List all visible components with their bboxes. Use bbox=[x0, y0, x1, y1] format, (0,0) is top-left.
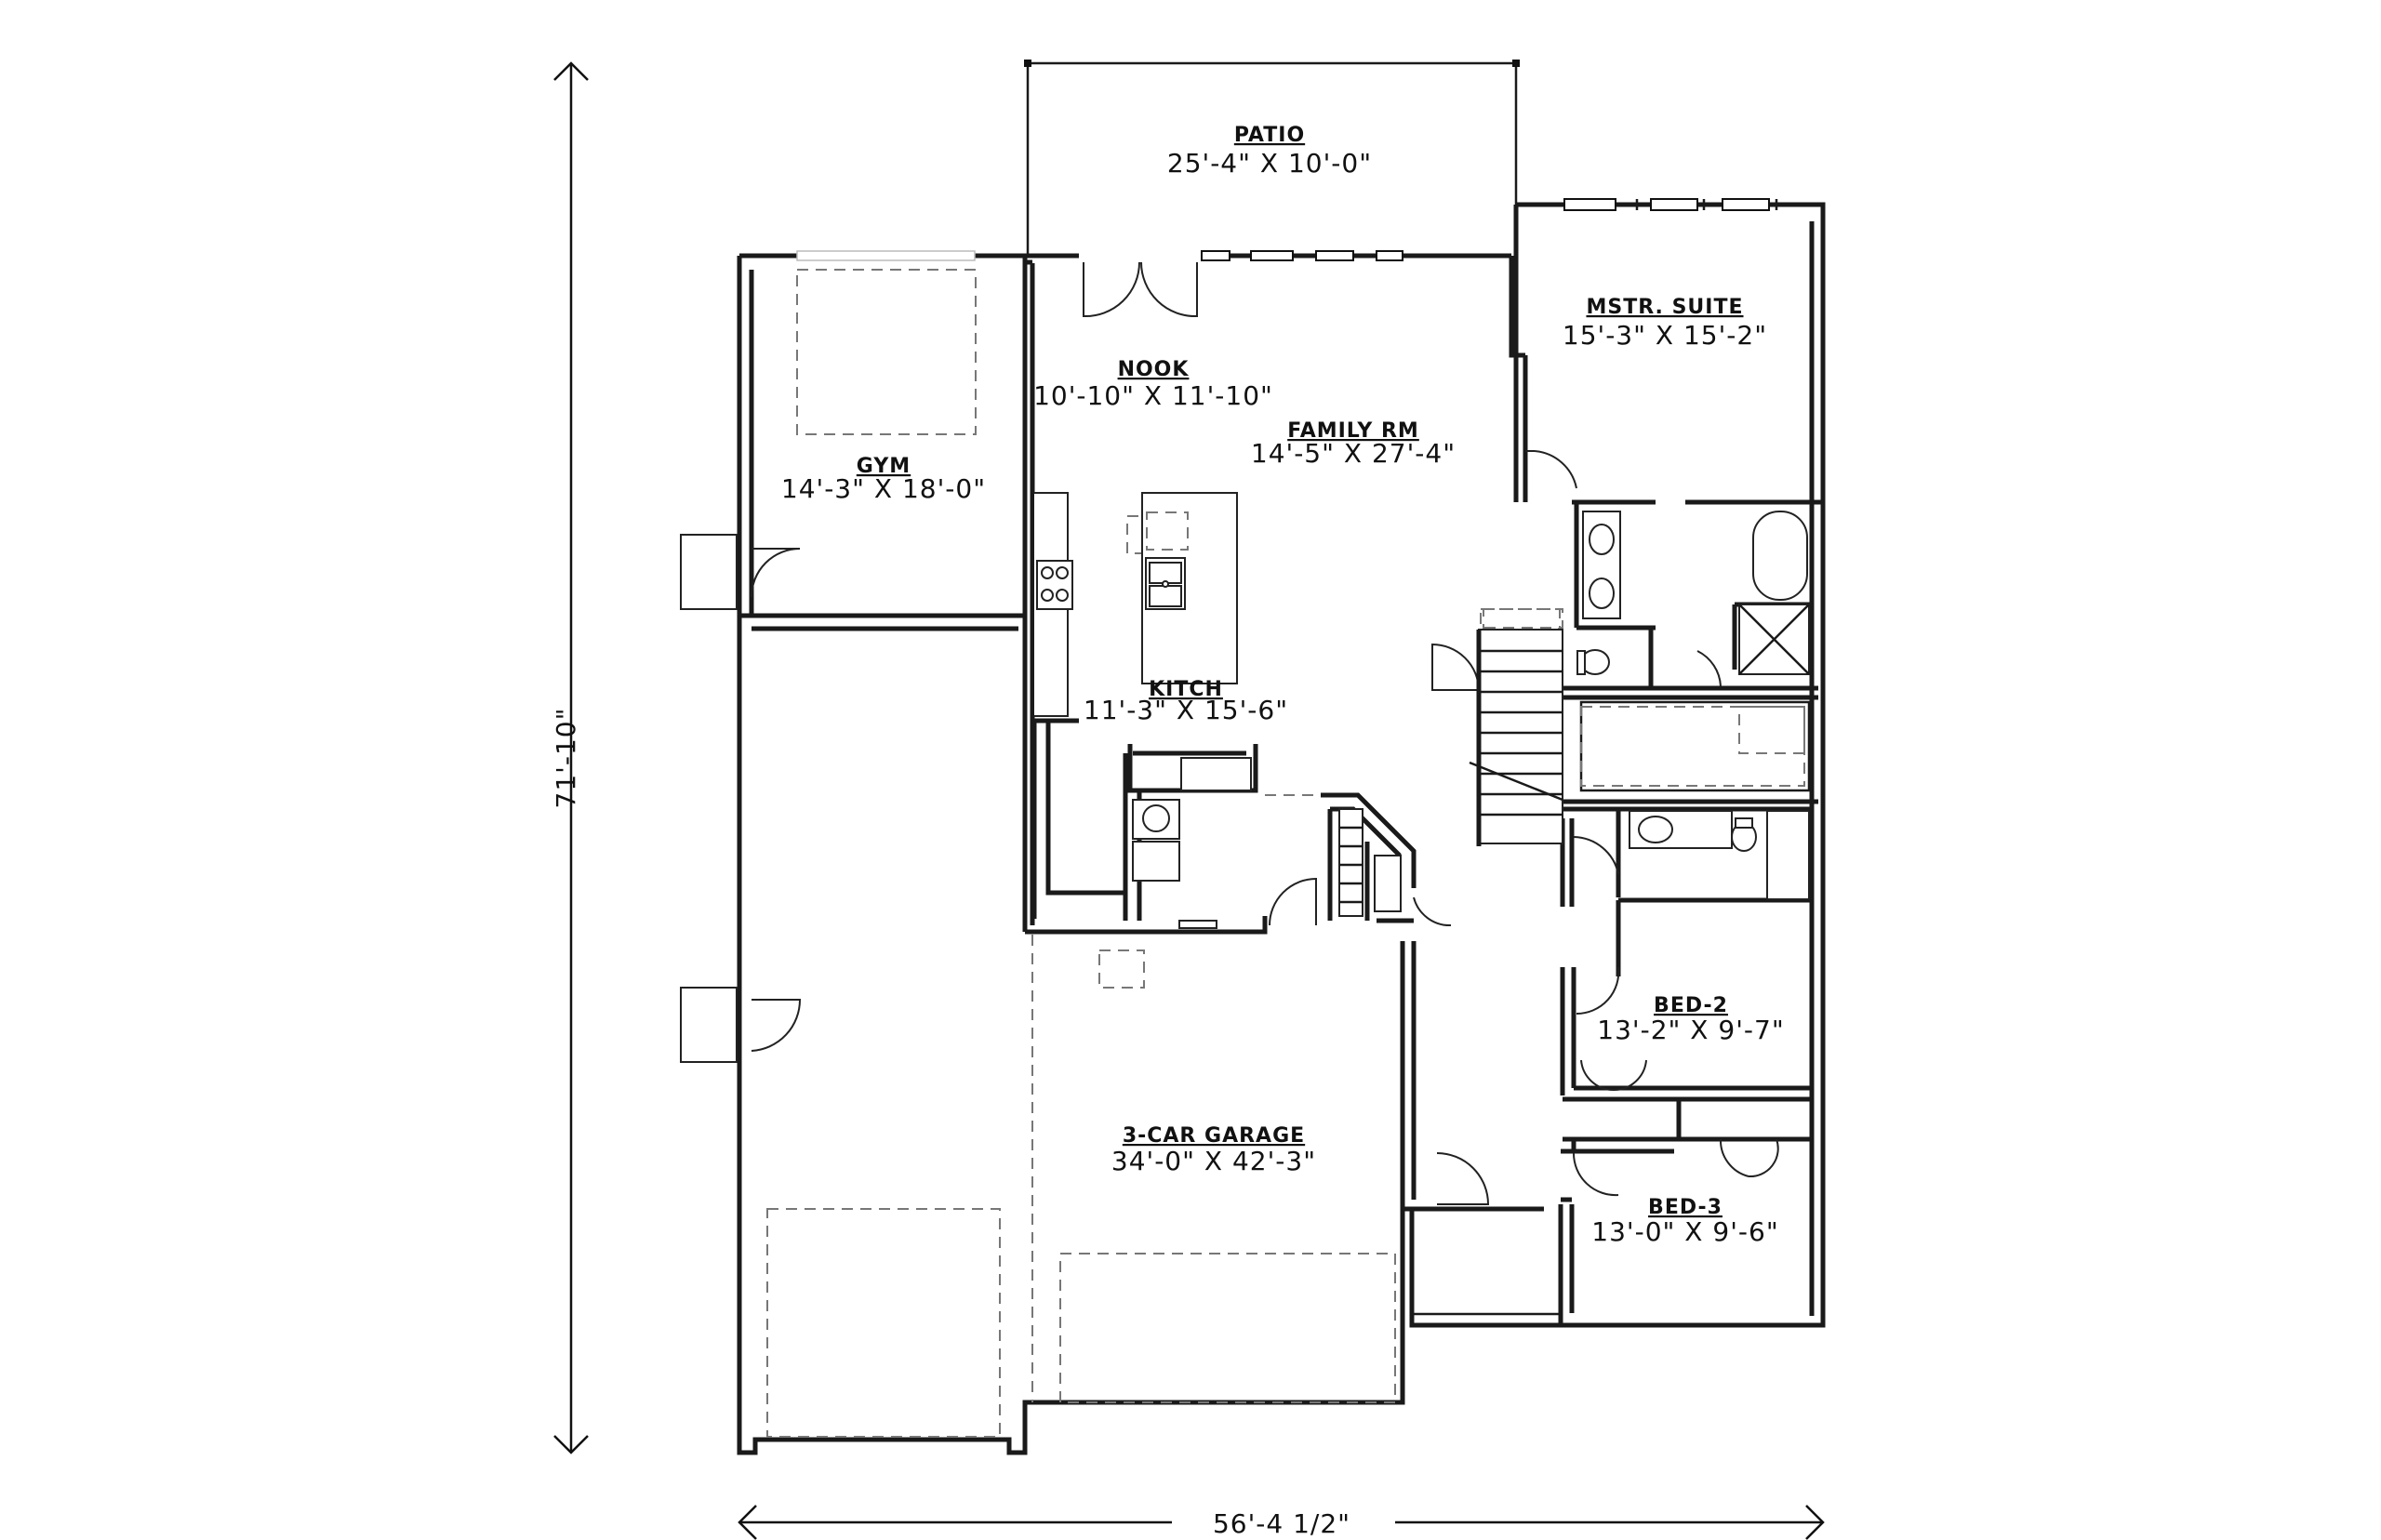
master-suite-size: 15'-3" X 15'-2" bbox=[1563, 320, 1767, 351]
patio-name: PATIO bbox=[1234, 124, 1305, 147]
overall-width-label: 56'-4 1/2" bbox=[1213, 1508, 1350, 1539]
bed-2-name: BED-2 bbox=[1654, 994, 1728, 1017]
stairs bbox=[1469, 608, 1563, 846]
gym-name: GYM bbox=[857, 455, 911, 478]
gym-size: 14'-3" X 18'-0" bbox=[781, 473, 986, 504]
overall-depth-label: 71'-10" bbox=[551, 708, 581, 809]
garage-name: 3-CAR GARAGE bbox=[1123, 1124, 1305, 1148]
master-suite-name: MSTR. SUITE bbox=[1586, 296, 1743, 319]
family-room-name: FAMILY RM bbox=[1287, 419, 1419, 443]
garage-size: 34'-0" X 42'-3" bbox=[1111, 1146, 1316, 1176]
patio-size: 25'-4" X 10'-0" bbox=[1167, 148, 1372, 179]
room-labels: PATIO 25'-4" X 10'-0" MSTR. SUITE 15'-3"… bbox=[781, 124, 1784, 1247]
vertical-dimension: 71'-10" bbox=[551, 61, 589, 1454]
patio bbox=[1024, 60, 1520, 256]
kitchen-name: KITCH bbox=[1149, 678, 1223, 701]
bed-2-size: 13'-2" X 9'-7" bbox=[1597, 1015, 1784, 1045]
kitchen-size: 11'-3" X 15'-6" bbox=[1084, 695, 1288, 725]
bed-3-name: BED-3 bbox=[1648, 1196, 1723, 1219]
nook-size: 10'-10" X 11'-10" bbox=[1033, 380, 1273, 411]
kitchen-fixtures bbox=[1034, 492, 1402, 929]
family-room-size: 14'-5" X 27'-4" bbox=[1251, 438, 1456, 469]
interior-walls bbox=[739, 259, 1818, 1325]
bath-fixtures bbox=[1576, 511, 1810, 900]
horizontal-dimension: 56'-4 1/2" bbox=[738, 1505, 1825, 1540]
bed-3-size: 13'-0" X 9'-6" bbox=[1591, 1216, 1778, 1247]
doors bbox=[680, 261, 1779, 1205]
nook-name: NOOK bbox=[1118, 358, 1190, 381]
windows bbox=[796, 198, 1770, 261]
